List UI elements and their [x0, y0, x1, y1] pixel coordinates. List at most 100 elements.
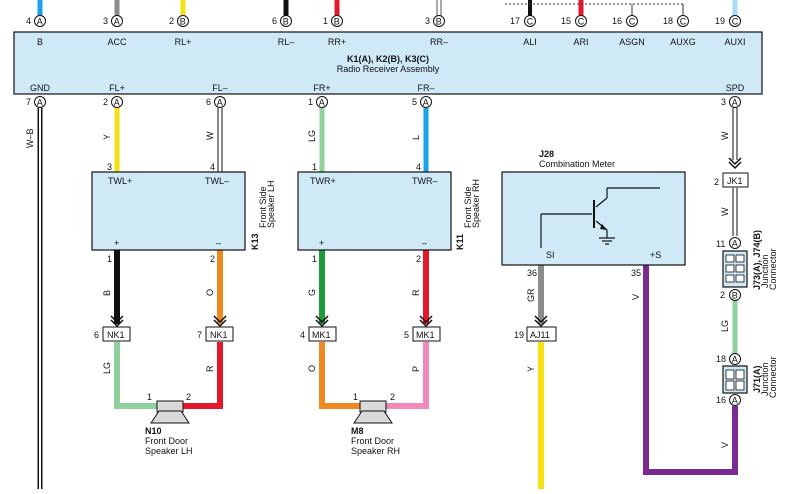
pin-number: 16 — [716, 395, 726, 405]
pin-number: 35 — [631, 268, 641, 278]
wire-code: W — [720, 131, 730, 140]
pin-number: 2 — [714, 177, 719, 187]
connector-jk1: 2 JK1 — [714, 172, 749, 188]
conn-letter: C — [527, 16, 534, 26]
connector-name: NK1 — [107, 330, 125, 340]
term-label: FL+ — [109, 83, 125, 93]
term-label: TWL+ — [108, 176, 132, 186]
wire-code: R — [205, 365, 215, 372]
conn-letter: A — [114, 97, 120, 107]
pin-number: 1 — [312, 162, 317, 172]
term-label: TWR– — [412, 176, 438, 186]
radio-bottom-terminals: 7 A 2 A 6 A 1 A 5 A 3 A — [26, 96, 741, 108]
conn-letter: A — [114, 16, 120, 26]
s-plus-label: +S — [650, 250, 661, 260]
wire-code: W — [720, 207, 730, 216]
j73-junction: 11 A 2 B J73(A), J74(B) Junction Connect… — [716, 230, 778, 301]
j71-code: J71(A) — [752, 365, 762, 393]
term-label: GND — [30, 83, 51, 93]
pin-number: 1 — [353, 392, 358, 402]
term-label: ARI — [573, 37, 588, 47]
wire-code: LG — [720, 320, 730, 332]
connector-mk1-4: 4 MK1 — [300, 326, 337, 342]
terminal-rl-plus: 2 B — [169, 15, 189, 27]
term-label: FR+ — [313, 83, 330, 93]
sign-plus: + — [319, 238, 324, 248]
sign-plus: + — [114, 238, 119, 248]
wire-code: W–B — [25, 128, 35, 148]
terminal-acc: 3 A — [103, 15, 123, 27]
k11-name-2: Speaker RH — [471, 179, 481, 228]
pin-number: 1 — [312, 254, 317, 264]
pin-number: 15 — [561, 16, 571, 26]
term-label: TWR+ — [310, 176, 336, 186]
j71-name-1: Junction — [760, 362, 770, 396]
k13-name-2: Speaker LH — [266, 180, 276, 228]
conn-letter: A — [423, 97, 429, 107]
term-label: AUXG — [670, 37, 696, 47]
wire-code: B — [102, 290, 112, 296]
pin-number: 3 — [107, 162, 112, 172]
pin-number: 18 — [716, 354, 726, 364]
m8-speaker: 1 2 M8 Front Door Speaker RH — [351, 392, 400, 456]
pin-number: 6 — [272, 16, 277, 26]
connector-name: JK1 — [727, 176, 743, 186]
wire-code: V — [720, 442, 730, 448]
pin-number: 2 — [186, 392, 191, 402]
wire-codes: W–B Y W LG L W B O G R LG R O P GR Y V W… — [25, 128, 730, 448]
conn-letter: C — [680, 16, 687, 26]
pin-number: 18 — [663, 16, 673, 26]
conn-letter: C — [578, 16, 585, 26]
top-terminals: 4 A 3 A 2 B 6 B 1 B 3 B 17 — [26, 15, 741, 27]
pin-number: 2 — [720, 290, 725, 300]
n10-name-1: Front Door — [145, 436, 188, 446]
k13-name-1: Front Side — [258, 186, 268, 228]
terminal-asgn: 16 C — [612, 15, 638, 27]
wire-code: R — [411, 289, 421, 296]
pin-number: 7 — [197, 330, 202, 340]
pin-number: 4 — [210, 162, 215, 172]
pin-number: 2 — [169, 16, 174, 26]
pin-number: 36 — [527, 268, 537, 278]
sign-minus: – — [216, 238, 221, 248]
k11-speaker: 1 4 TWR+ TWR– + – 1 2 K11 Front Side Spe… — [297, 162, 481, 264]
pin-number: 4 — [416, 162, 421, 172]
wire-code: L — [411, 135, 421, 140]
conn-letter: B — [732, 290, 738, 300]
conn-letter: A — [732, 354, 738, 364]
j28-meter: J28 Combination Meter SI +S 36 35 — [501, 149, 686, 278]
pin-number: 1 — [323, 16, 328, 26]
wire-code: Y — [526, 366, 536, 372]
term-label: RR+ — [328, 37, 346, 47]
si-label: SI — [546, 250, 555, 260]
connector-name: MK1 — [416, 330, 435, 340]
pin-number: 3 — [103, 16, 108, 26]
top-wires — [37, 0, 738, 16]
pin-number: 7 — [26, 97, 31, 107]
pin-number: 1 — [147, 392, 152, 402]
term-label: RL– — [278, 37, 295, 47]
radio-code: K1(A), K2(B), K3(C) — [347, 54, 429, 64]
term-label: RL+ — [175, 37, 192, 47]
term-label: SPD — [726, 83, 745, 93]
conn-letter: A — [37, 97, 43, 107]
term-label: ACC — [107, 37, 127, 47]
pin-number: 2 — [390, 392, 395, 402]
wire-code: LG — [307, 130, 317, 142]
terminal-rr-plus: 1 B — [323, 15, 343, 27]
terminal-auxi: 19 C — [715, 15, 741, 27]
j71-name-2: Connector — [768, 356, 778, 398]
term-label: AUXI — [724, 37, 745, 47]
term-label: FL– — [212, 83, 228, 93]
pin-number: 6 — [94, 330, 99, 340]
term-label: ASGN — [619, 37, 645, 47]
n10-name-2: Speaker LH — [145, 446, 193, 456]
wire-code: P — [411, 366, 421, 372]
wires — [37, 108, 738, 489]
j73-name-2: Connector — [768, 248, 778, 290]
conn-letter: B — [436, 16, 442, 26]
conn-letter: A — [37, 16, 43, 26]
j73-name-1: Junction — [760, 254, 770, 288]
pin-number: 3 — [425, 16, 430, 26]
